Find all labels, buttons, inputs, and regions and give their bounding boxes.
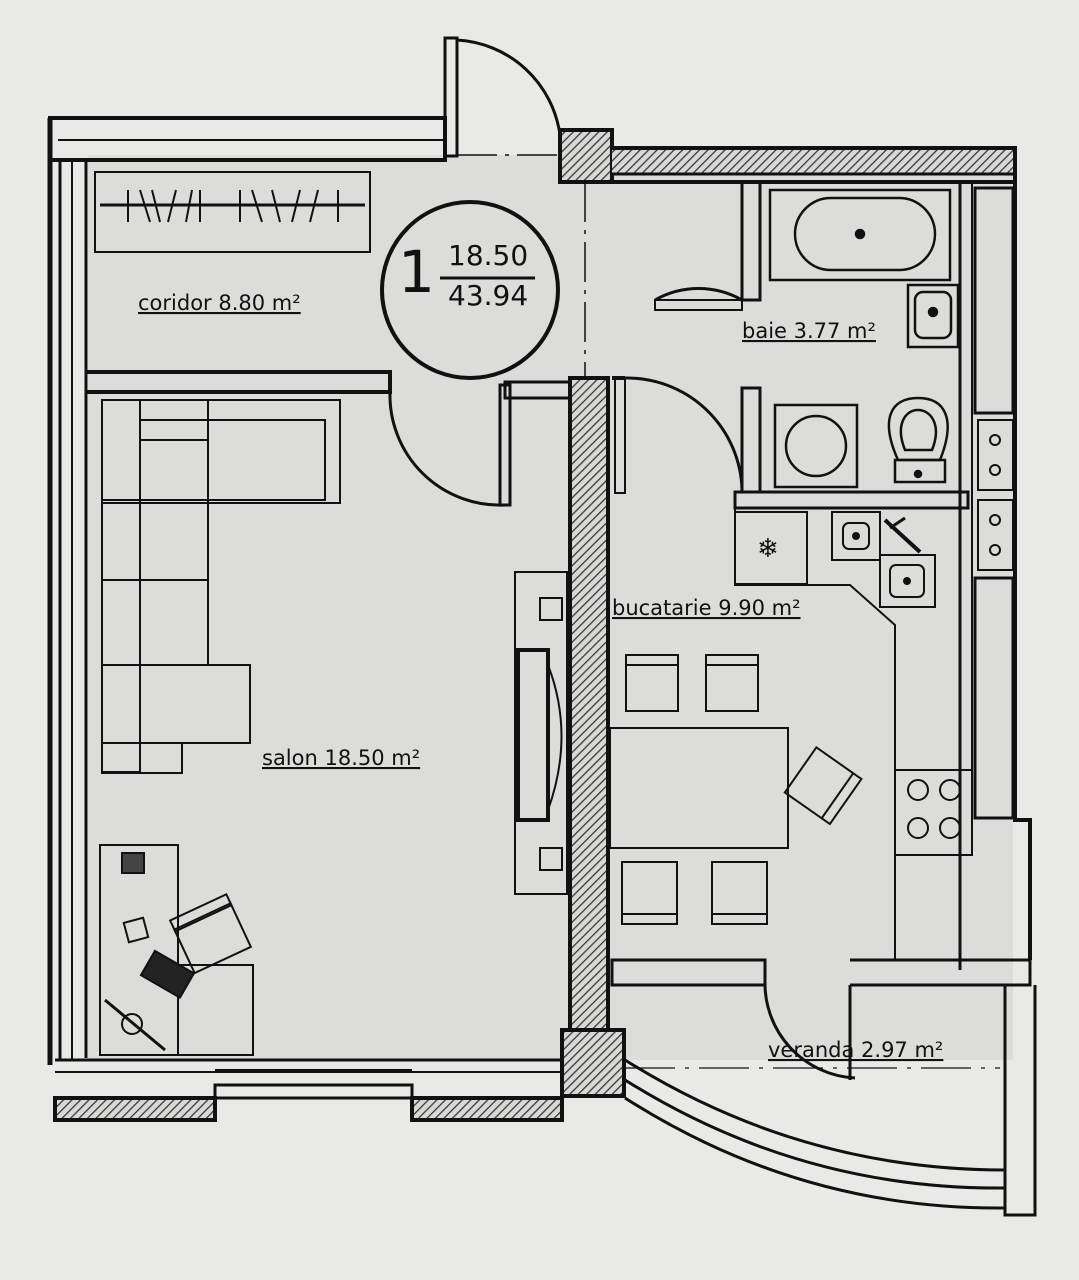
apartment-badge: 1 18.50 43.94 [380, 200, 560, 380]
chair [783, 746, 863, 826]
apartment-number: 1 [398, 238, 435, 306]
living-area-value: 18.50 [448, 239, 528, 272]
room-label-bathroom: baie 3.77 m² [742, 319, 876, 343]
room-label-corridor: coridor 8.80 m² [138, 291, 301, 315]
floor-area [88, 155, 1013, 1060]
radiator-vents [989, 434, 1001, 556]
svg-text:❄: ❄ [757, 533, 779, 563]
room-label-veranda: veranda 2.97 m² [768, 1038, 943, 1062]
room-label-living: salon 18.50 m² [262, 746, 420, 770]
washing-machine [773, 403, 859, 489]
tv [516, 648, 550, 822]
bathroom-fixtures [768, 188, 960, 489]
chair [705, 654, 759, 712]
room-labels: coridor 8.80 m² baie 3.77 m² bucatarie 9… [138, 291, 943, 1062]
chair [625, 654, 679, 712]
interior-doors [388, 286, 856, 1080]
kitchen-sink [831, 511, 936, 608]
chair [711, 861, 768, 925]
desk [99, 844, 254, 1056]
stove [907, 779, 961, 839]
total-area-value: 43.94 [448, 279, 528, 312]
toilet [887, 396, 949, 484]
wardrobe [94, 171, 371, 253]
sink [906, 283, 960, 349]
dining-set [609, 654, 863, 925]
room-label-kitchen: bucatarie 9.90 m² [612, 596, 801, 620]
entrance-door [443, 36, 586, 378]
sofa [101, 399, 341, 774]
refrigerator: ❄ [734, 511, 808, 585]
tv-unit [514, 571, 568, 895]
chair [621, 861, 678, 925]
bathtub [768, 188, 952, 282]
walls [47, 116, 1037, 1217]
